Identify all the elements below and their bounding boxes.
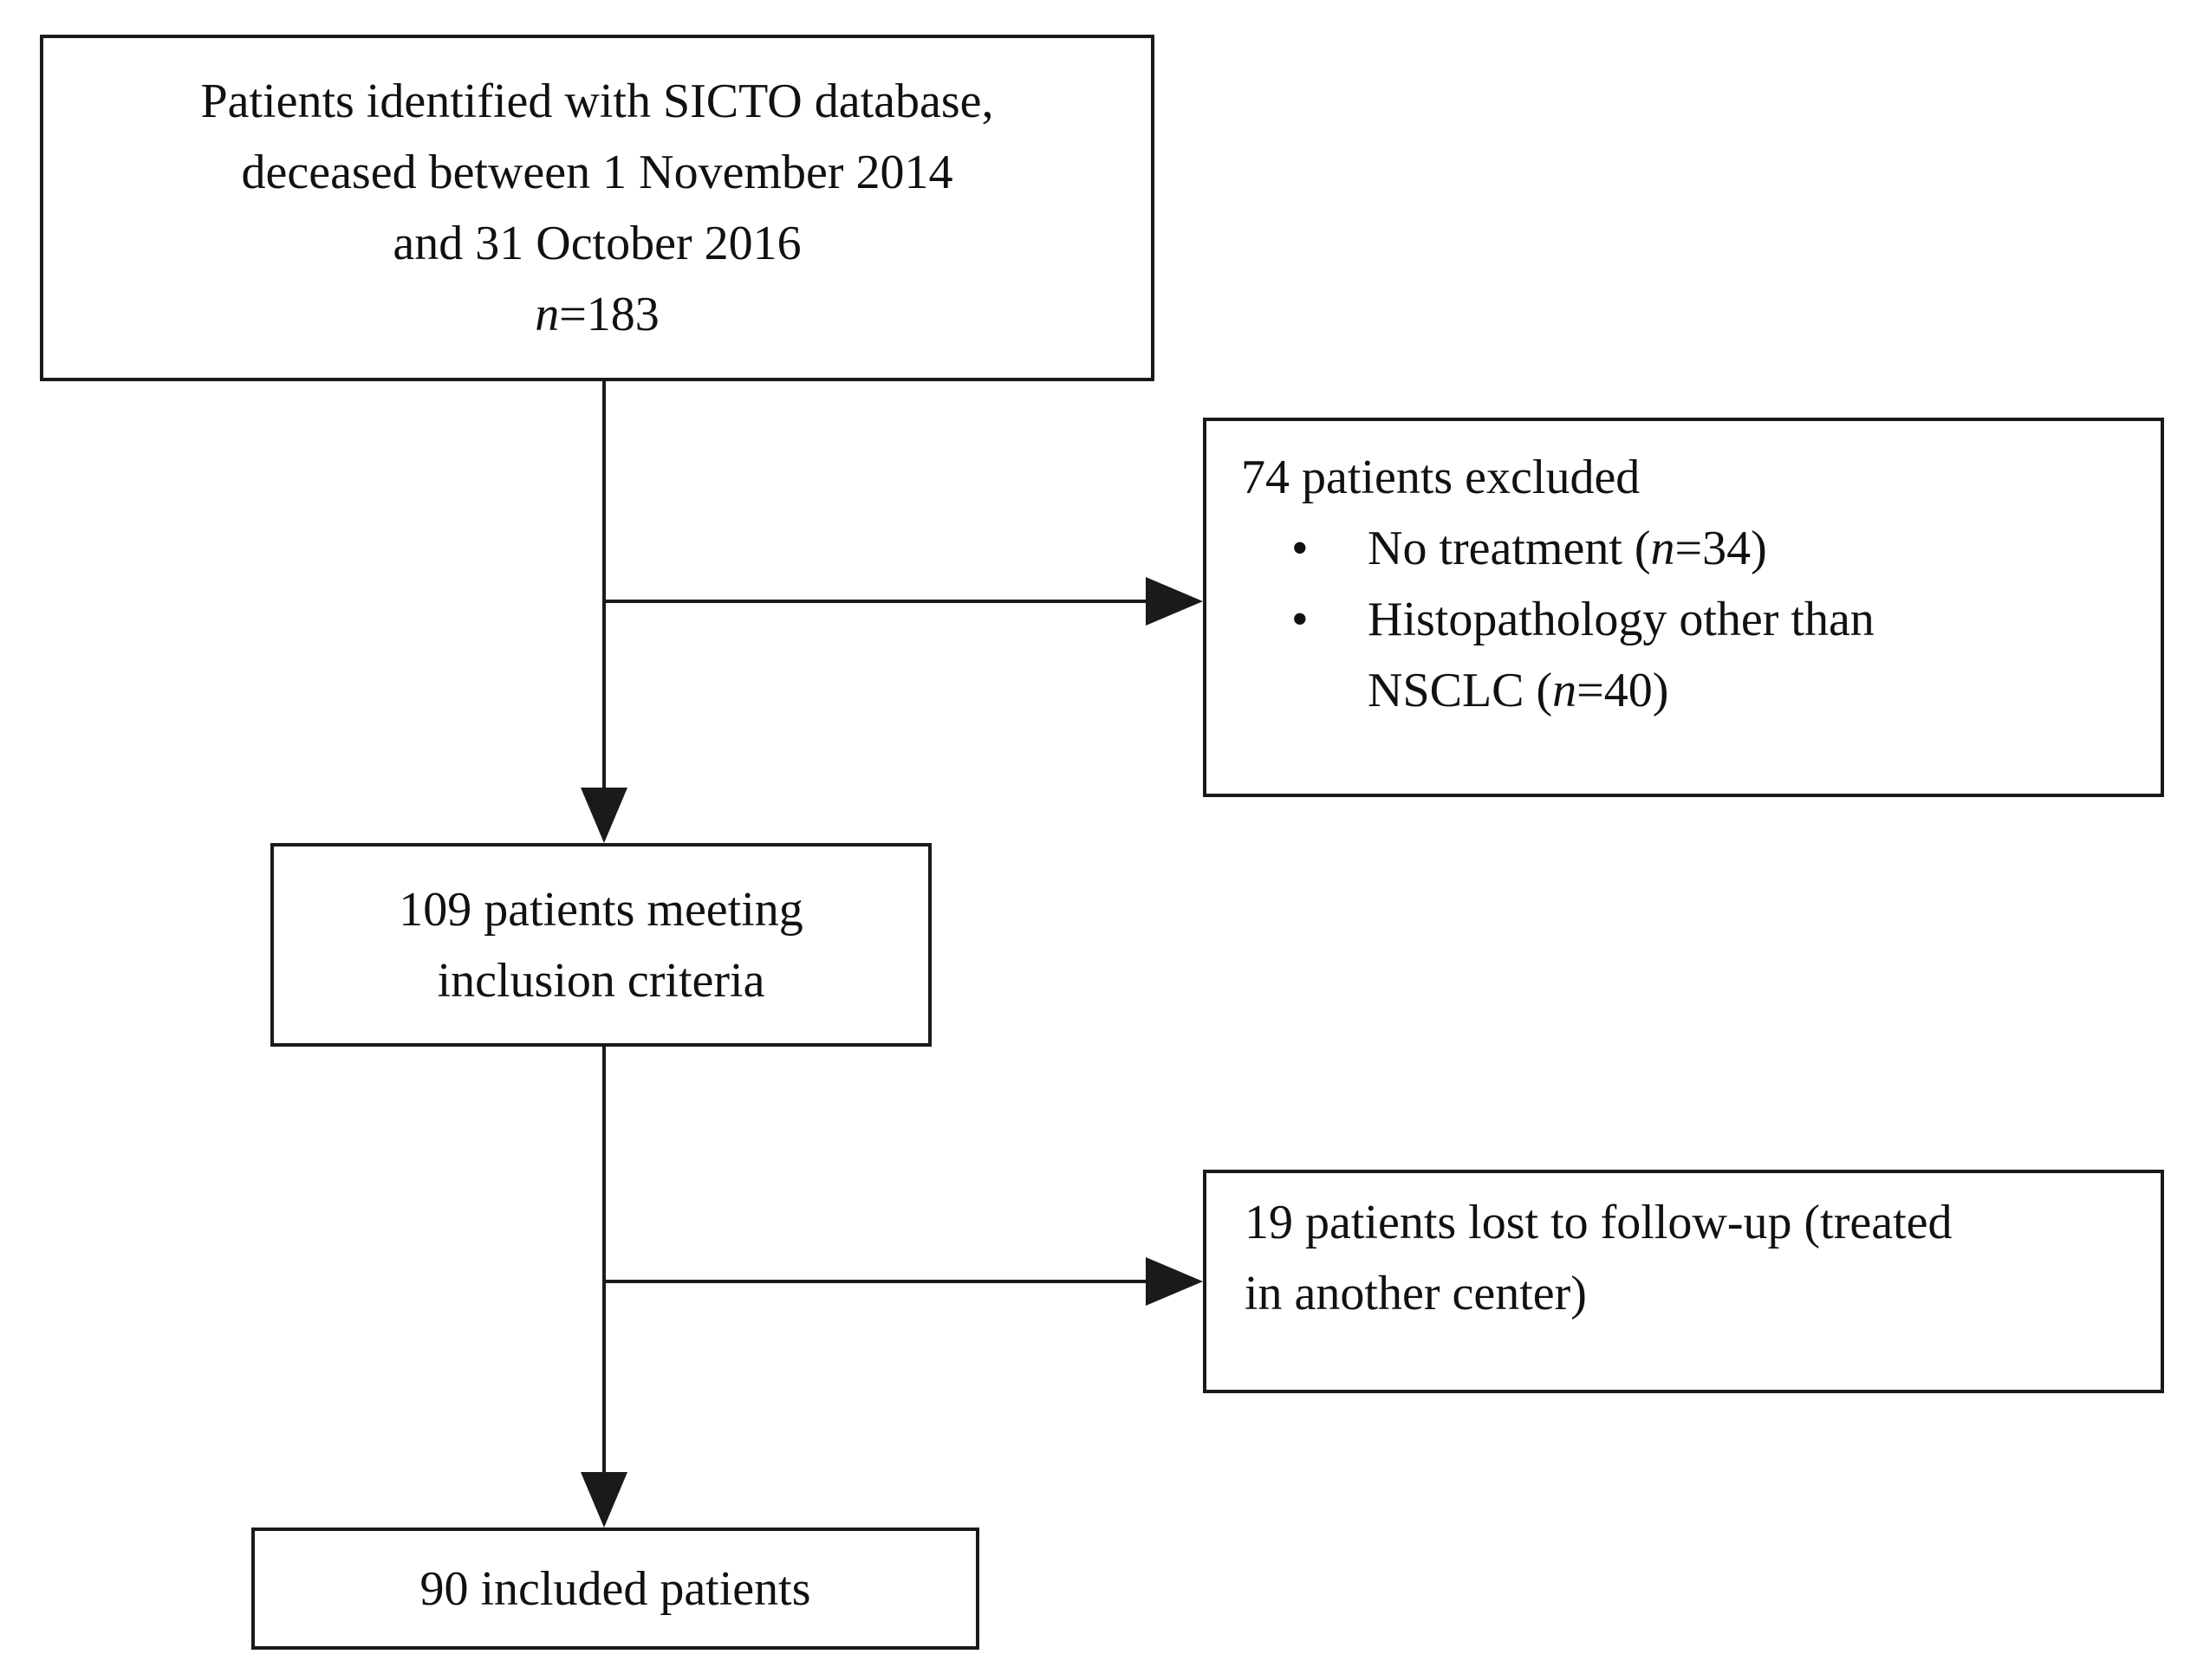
box-text-line: 109 patients meeting [399, 882, 803, 937]
arrow-down-icon [581, 788, 627, 843]
box-text-line: 19 patients lost to follow-up (treated [1245, 1196, 1953, 1249]
box-included-patients: 90 included patients [251, 1528, 979, 1650]
box-excluded-patients: 74 patients excluded • No treatment (n=3… [1203, 418, 2164, 797]
box-text-line: 90 included patients [419, 1561, 811, 1616]
box-inclusion-criteria: 109 patients meeting inclusion criteria [270, 843, 932, 1047]
box-text-line: in another center) [1245, 1267, 1587, 1320]
connector-inclusion-to-included [602, 1046, 606, 1476]
box-lost-to-followup: 19 patients lost to follow-up (treated i… [1203, 1170, 2164, 1393]
box-text-line: n=183 [535, 288, 660, 341]
box-text-line: deceased between 1 November 2014 [241, 146, 953, 199]
connector-branch-to-excluded [604, 600, 1147, 603]
excluded-heading: 74 patients excluded [1241, 451, 1641, 504]
excluded-bullet-item: • Histopathology other than NSCLC (n=40) [1286, 584, 2143, 726]
bullet-text: No treatment (n=34) [1368, 513, 2143, 584]
arrow-down-icon [581, 1472, 627, 1528]
bullet-icon: • [1291, 593, 1309, 646]
excluded-bullet-item: • No treatment (n=34) [1286, 513, 2143, 584]
bullet-icon: • [1291, 522, 1309, 575]
bullet-text-line: No treatment (n=34) [1368, 522, 1767, 575]
arrow-right-icon [1146, 577, 1203, 626]
bullet-text: Histopathology other than NSCLC (n=40) [1368, 584, 2143, 726]
arrow-right-icon [1146, 1257, 1203, 1306]
connector-identified-to-inclusion [602, 381, 606, 793]
box-text-line: inclusion criteria [437, 953, 765, 1008]
box-identified-patients: Patients identified with SICTO database,… [40, 35, 1154, 381]
connector-branch-to-lost [604, 1280, 1147, 1283]
bullet-text-line: NSCLC (n=40) [1368, 664, 1669, 717]
box-text-line: and 31 October 2016 [393, 217, 802, 270]
box-text-line: Patients identified with SICTO database, [200, 75, 994, 128]
bullet-text-line: Histopathology other than [1368, 593, 1875, 646]
